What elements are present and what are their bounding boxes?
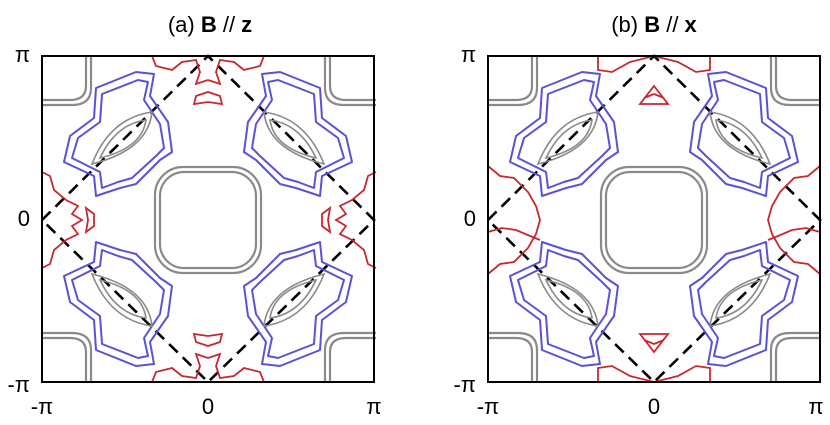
panel-a-title: (a) B // z [168,12,252,37]
panel-a-center-contour [153,165,263,275]
panel-a-red-contours [41,55,377,383]
panel-b-xtick-left: -π [477,394,500,419]
panel-b-ytick-bottom: -π [453,372,476,397]
panel-b-title: (b) B // x [611,12,697,37]
panel-b-xtick-right: π [808,394,823,419]
panel-a-ytick-top: π [15,42,30,67]
panel-b-corner-contours [488,56,820,382]
panel-a-blue-pockets [63,71,353,367]
panel-b-ytick-top: π [461,42,476,67]
panel-b-frame [487,55,821,383]
panel-a-frame [41,55,375,383]
panel-a-xtick-mid: 0 [202,394,214,419]
panel-b-ytick-mid: 0 [464,206,476,231]
panel-a-diagonals [40,54,376,384]
panel-a-ytick-bottom: -π [7,372,30,397]
panel-b-blue-pockets [509,71,799,367]
panel-a-lens-contours [90,111,326,327]
panel-b-lens-contours [536,111,772,327]
panel-b-xtick-mid: 0 [648,394,660,419]
panel-a-corner-contours [42,56,376,382]
panel-a: (a) B // z π 0 -π -π 0 π [7,12,381,419]
panel-b: (b) B // x π 0 -π -π 0 π [453,12,823,419]
panel-a-ytick-mid: 0 [18,206,30,231]
panel-a-xtick-left: -π [31,394,54,419]
panel-a-xtick-right: π [366,394,381,419]
panel-b-red-contours [487,55,821,383]
panel-b-center-contour [599,165,709,275]
